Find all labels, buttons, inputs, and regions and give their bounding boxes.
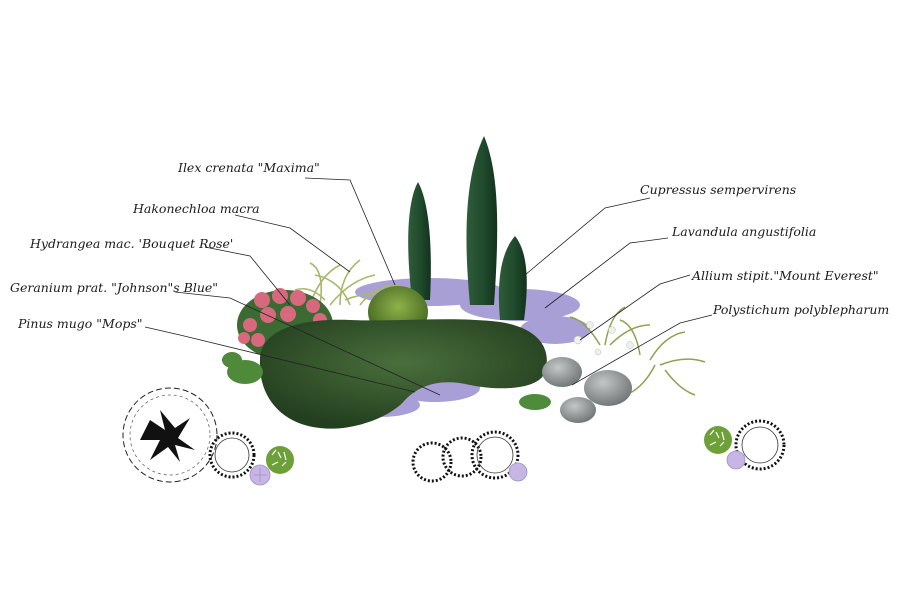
planting-illustration: [222, 136, 706, 429]
tree-plan-symbol: [122, 387, 218, 483]
allium-flowers: [573, 321, 634, 356]
leader-lines: [144, 177, 713, 396]
perennial-plan-symbol: [508, 462, 528, 482]
plant-labels: Ilex crenata "Maxima" Hakonechloa macra …: [10, 160, 889, 331]
label-lavandula: Lavandula angustifolia: [671, 224, 816, 239]
perennial-plan-symbol: [726, 450, 746, 470]
label-geranium: Geranium prat. "Johnson"s Blue": [10, 280, 218, 295]
label-cupressus: Cupressus sempervirens: [640, 182, 796, 197]
stones: [542, 357, 632, 423]
shrub-plan-symbol: [411, 430, 520, 483]
label-allium: Allium stipit."Mount Everest": [691, 268, 879, 283]
label-pinus: Pinus mugo "Mops": [17, 316, 143, 331]
right-grass-group: [569, 306, 706, 396]
shrub-plan-symbol: [734, 419, 786, 471]
label-ilex: Ilex crenata "Maxima": [177, 160, 320, 175]
geranium-foliage: [222, 352, 263, 384]
pinus-mugo-mass: [259, 319, 547, 429]
grass-plan-symbol: [704, 426, 732, 454]
grass-plan-symbol: [266, 446, 294, 474]
label-polystichum: Polystichum polyblepharum: [712, 302, 889, 317]
label-hydrangea: Hydrangea mac. 'Bouquet Rose': [29, 236, 233, 251]
shrub-plan-symbol: [208, 431, 256, 479]
polystichum-fern: [519, 394, 551, 410]
cupressus-trees: [408, 136, 527, 320]
perennial-plan-symbol: [249, 464, 271, 486]
label-hakonechloa: Hakonechloa macra: [132, 201, 260, 216]
